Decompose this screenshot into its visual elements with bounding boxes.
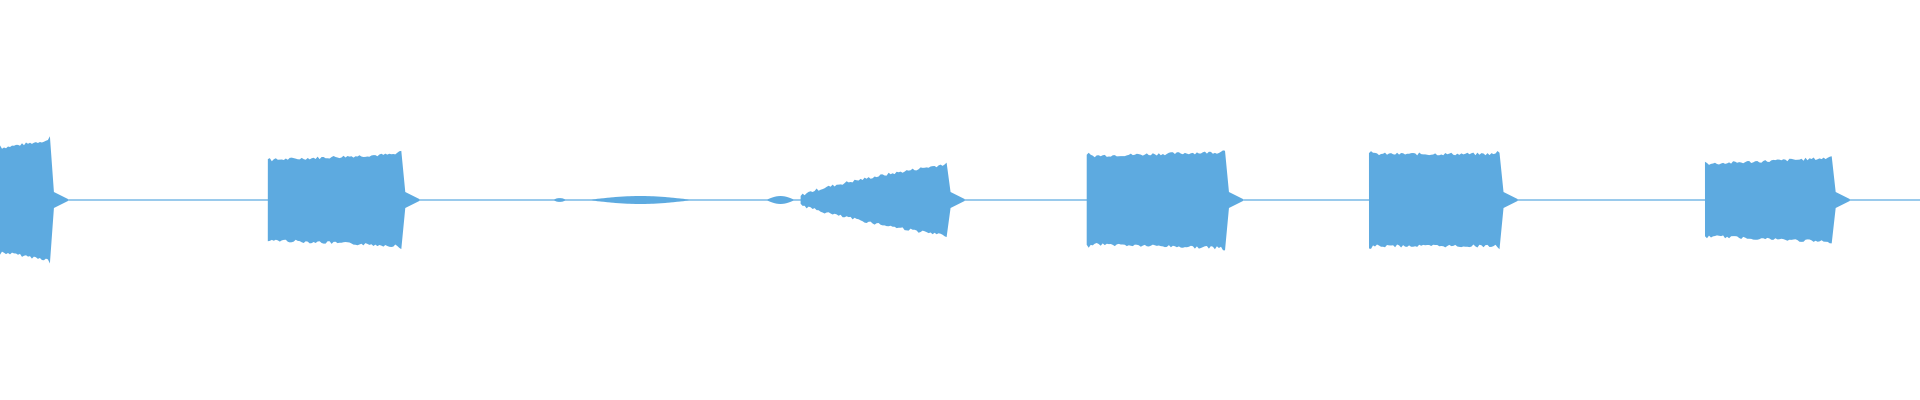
- waveform-segments: [0, 136, 1850, 264]
- waveform-segment: [587, 196, 694, 204]
- waveform-segment: [552, 198, 567, 202]
- waveform-segment: [766, 196, 795, 204]
- waveform-segment: [1704, 156, 1850, 244]
- waveform-segment: [800, 162, 965, 238]
- waveform-segment: [267, 150, 420, 250]
- waveform-segment: [1086, 150, 1243, 251]
- waveform-segment: [1368, 151, 1518, 250]
- waveform-segment: [0, 136, 68, 264]
